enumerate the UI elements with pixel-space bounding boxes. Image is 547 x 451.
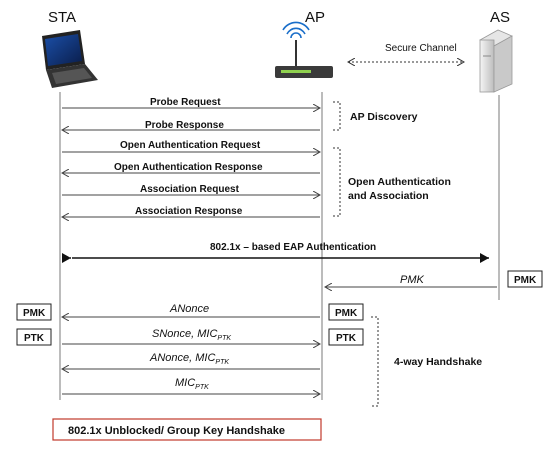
server-icon: [479, 29, 513, 93]
as-header: AS: [490, 9, 510, 26]
snonce-mic-label: SNonce, MICPTK: [152, 328, 231, 342]
pmk-as-label: PMK: [514, 275, 537, 286]
laptop-icon: [42, 30, 98, 88]
ptk-sta-box: [16, 328, 52, 346]
ptk-sta-label: PTK: [24, 333, 45, 344]
assoc-response-label: Association Response: [135, 206, 243, 217]
probe-request-label: Probe Request: [150, 97, 221, 108]
ptk-ap-label: PTK: [336, 333, 357, 344]
snonce-mic-text: SNonce, MIC: [152, 328, 217, 340]
assoc-request-label: Association Request: [140, 184, 240, 195]
pmk-ap-box: [328, 303, 364, 321]
open-auth-response-label: Open Authentication Response: [114, 162, 263, 173]
snonce-mic-subscript: PTK: [217, 335, 231, 342]
anonce-mic-text: ANonce, MIC: [149, 352, 215, 364]
mic-label: MICPTK: [175, 377, 209, 391]
pmk-ap-label: PMK: [335, 308, 358, 319]
eap-auth-label: 802.1x – based EAP Authentication: [210, 242, 376, 253]
secure-channel-label: Secure Channel: [385, 43, 457, 54]
ap-header: AP: [305, 9, 325, 26]
anonce-mic-subscript: PTK: [215, 359, 229, 366]
pmk-sta-label: PMK: [23, 308, 46, 319]
ap-discovery-label: AP Discovery: [350, 111, 418, 123]
open-auth-label-line2: and Association: [348, 190, 429, 202]
anonce-label: ANonce: [169, 303, 209, 315]
router-icon: [275, 21, 333, 78]
ap-discovery-bracket: [333, 101, 341, 131]
pmk-as-box: [507, 270, 543, 288]
pmk-sta-box: [16, 303, 52, 321]
four-way-bracket: [371, 316, 379, 407]
open-auth-bracket: [333, 147, 341, 217]
sta-header: STA: [48, 9, 76, 26]
probe-response-label: Probe Response: [145, 120, 224, 131]
ptk-ap-box: [328, 328, 364, 346]
final-box: [52, 418, 322, 441]
mic-subscript: PTK: [195, 384, 209, 391]
secure-channel: Secure Channel: [348, 43, 464, 62]
anonce-mic-label: ANonce, MICPTK: [149, 352, 229, 366]
open-auth-request-label: Open Authentication Request: [120, 140, 261, 151]
open-auth-label-line1: Open Authentication: [348, 176, 451, 188]
final-box-label: 802.1x Unblocked/ Group Key Handshake: [68, 425, 285, 437]
pmk-message-label: PMK: [400, 274, 425, 286]
mic-text: MIC: [175, 377, 195, 389]
four-way-label: 4-way Handshake: [394, 356, 482, 368]
